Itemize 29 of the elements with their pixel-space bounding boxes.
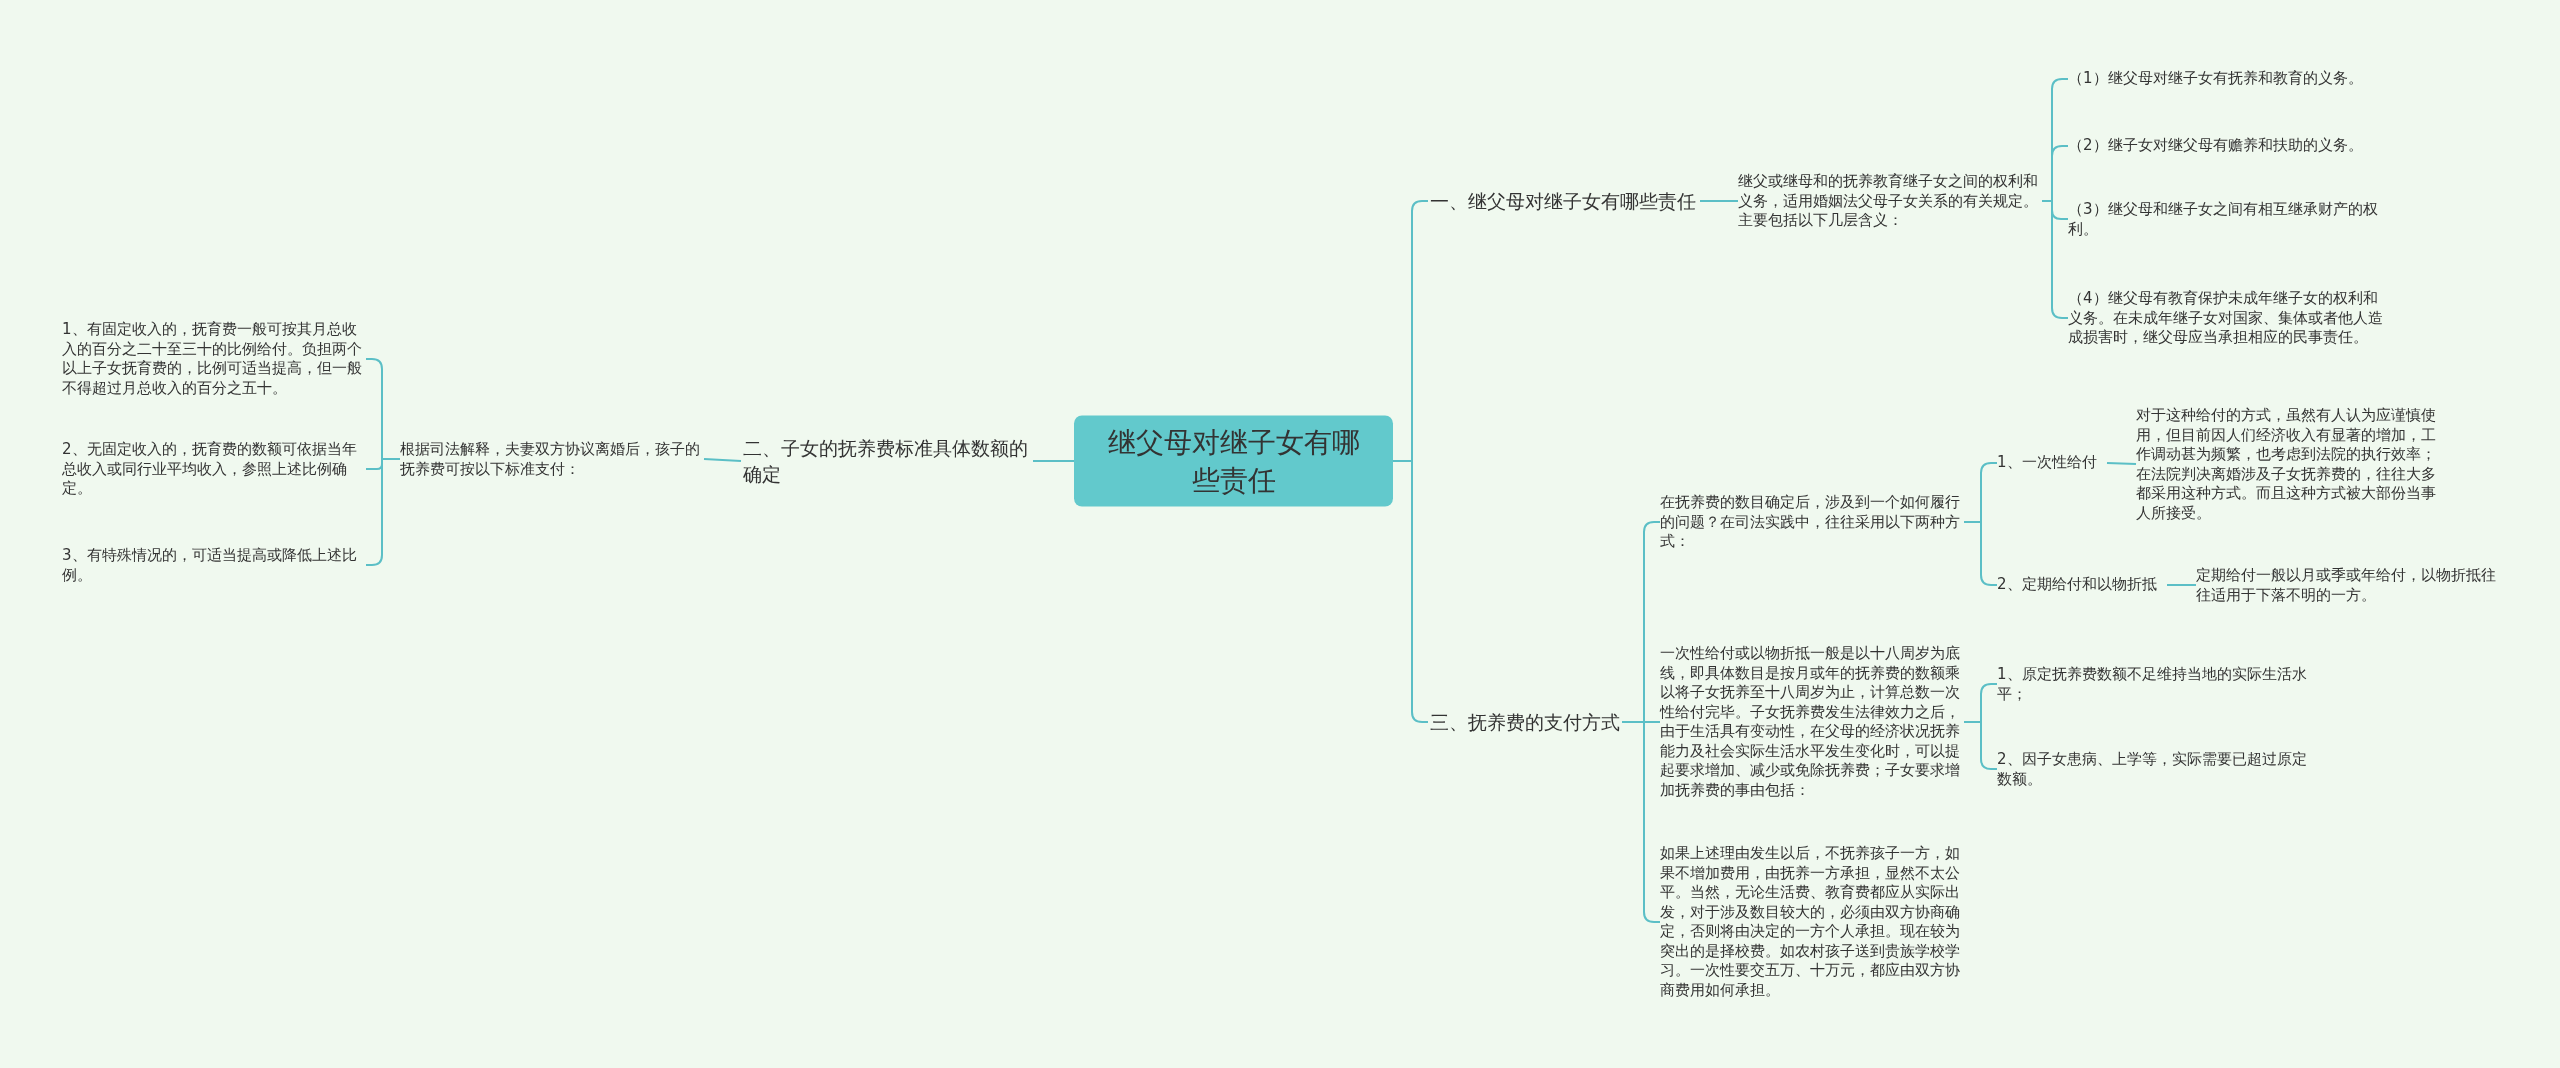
branch-text: （4）继父母有教育保护未成年继子女的权利和义务。在未成年继子女对国家、集体或者他人造成损害时，继父母应当承担相应的民事责任。 — [2068, 286, 2384, 350]
branch-topic: 二、子女的抚养费标准具体数额的确定 — [741, 433, 1033, 489]
connector-line — [1392, 460, 1429, 723]
branch-text: 一次性给付或以物折抵一般是以十八周岁为底线，即具体数目是按月或年的抚养费的数额乘以将子女抚养至十八周岁为止，计算总数一次性给付完毕。子女抚养费发生法律效力之后，由于生活具有变动性，在父母的经济状况抚养能力及社会实际生活水平发生变化时，可以提起要求增加、减少或免除抚养费；子女要求增加抚养费的事由包括： — [1660, 642, 1964, 802]
branch-text: 3、有特殊情况的，可适当提高或降低上述比例。 — [62, 543, 366, 587]
branch-text: 对于这种给付的方式，虽然有人认为应谨慎使用，但目前因人们经济收入有显著的增加，工作调动甚为频繁，也考虑到法院的执行效率；在法院判决离婚涉及子女抚养费的，往往大多都采用这种方式。而且这种方式被大部份当事人所接受。 — [2136, 403, 2440, 525]
connector-line — [2106, 462, 2137, 465]
branch-text: 1、原定抚养费数额不足维持当地的实际生活水平； — [1997, 662, 2313, 706]
connector-line — [1032, 460, 1075, 462]
central-topic-box: 继父母对继子女有哪些责任 — [1074, 415, 1393, 507]
branch-topic: 一、继父母对继子女有哪些责任 — [1428, 186, 1700, 216]
branch-topic: 三、抚养费的支付方式 — [1428, 707, 1622, 737]
branch-text: 1、一次性给付 — [1997, 451, 2107, 475]
branch-text: 定期给付一般以月或季或年给付，以物折抵往往适用于下落不明的一方。 — [2196, 563, 2500, 607]
branch-text: 1、有固定收入的，抚育费一般可按其月总收入的百分之二十至三十的比例给付。负担两个以上子女抚育费的，比例可适当提高，但一般不得超过月总收入的百分之五十。 — [62, 318, 366, 400]
branch-text: 根据司法解释，夫妻双方协议离婚后，孩子的抚养费可按以下标准支付： — [400, 437, 704, 481]
branch-text: 2、无固定收入的，抚育费的数额可依据当年总收入或同行业平均收入，参照上述比例确定。 — [62, 437, 366, 501]
branch-text: 继父或继母和的抚养教育继子女之间的权利和义务，适用婚姻法父母子女关系的有关规定。主要包括以下几层含义： — [1738, 169, 2042, 233]
branch-text: 2、因子女患病、上学等，实际需要已超过原定数额。 — [1997, 747, 2313, 791]
connector-line — [1963, 721, 1998, 770]
connector-line — [1699, 200, 1739, 202]
connector-line — [703, 458, 742, 462]
connector-line — [2166, 584, 2197, 586]
branch-text: 在抚养费的数目确定后，涉及到一个如何履行的问题？在司法实践中，往往采用以下两种方式： — [1660, 490, 1964, 554]
branch-text: 2、定期给付和以物折抵 — [1997, 573, 2167, 597]
branch-text: 如果上述理由发生以后，不抚养孩子一方，如果不增加费用，由抚养一方承担，显然不太公平。当然，无论生活费、教育费都应从实际出发，对于涉及数目较大的，必须由双方协商确定，否则将由决定的一方个人承担。现在较为突出的是择校费。如农村孩子送到贵族学校学习。一次性要交五万、十万元，都应由双方协商费用如何承担。 — [1660, 842, 1964, 1002]
branch-text: （3）继父母和继子女之间有相互继承财产的权利。 — [2068, 197, 2384, 241]
branch-text: （1）继父母对继子女有抚养和教育的义务。 — [2068, 67, 2384, 91]
branch-text: （2）继子女对继父母有赡养和扶助的义务。 — [2068, 134, 2384, 158]
